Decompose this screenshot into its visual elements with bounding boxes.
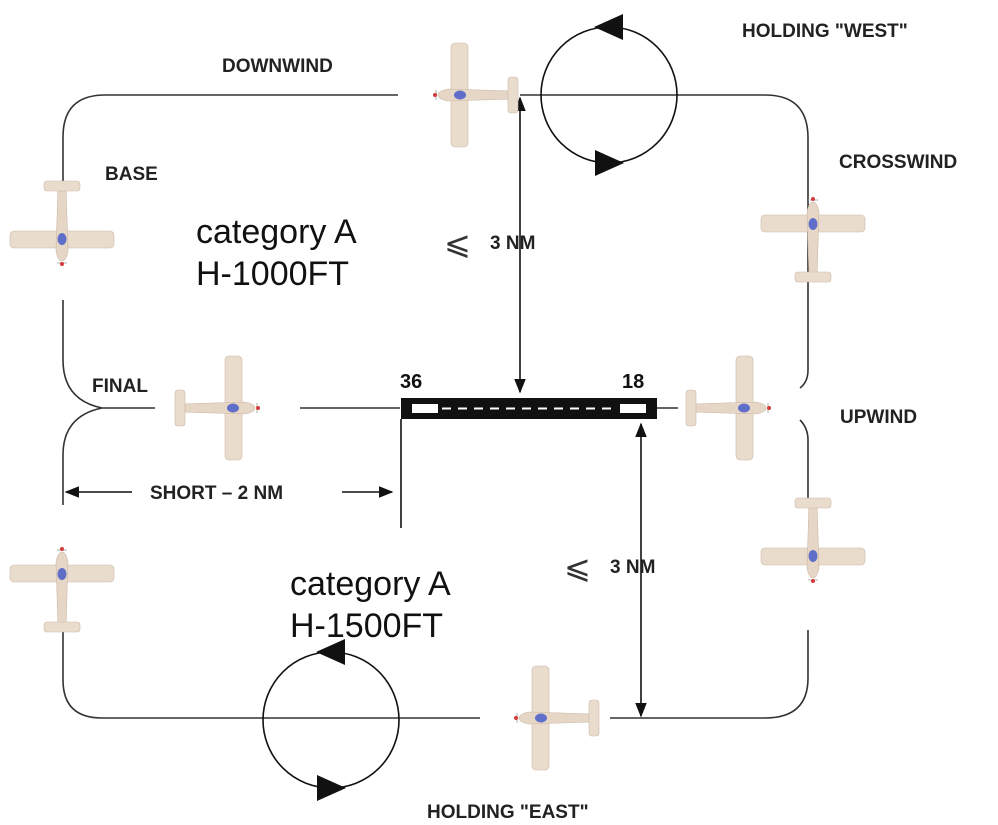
- final-label: FINAL: [92, 376, 148, 397]
- traffic-pattern-circuit: [62, 94, 809, 719]
- distance-south-value: 3 NM: [610, 557, 655, 578]
- runway: [400, 398, 657, 528]
- aircraft-icon-bottom: [513, 665, 600, 771]
- aircraft-icon-base: [9, 180, 115, 267]
- holding-east-arrow-bottom: [317, 775, 346, 801]
- runway-number-18: 18: [622, 371, 644, 393]
- holding-west-arrow-bottom: [595, 150, 624, 176]
- holding-east-pattern: [262, 639, 400, 801]
- runway-number-36: 36: [400, 371, 422, 393]
- aircraft-icon-upwind: [685, 355, 772, 461]
- crosswind-label: CROSSWIND: [839, 152, 957, 173]
- upwind-label: UPWIND: [840, 407, 917, 428]
- holding-east-label: HOLDING "EAST": [427, 802, 589, 823]
- aircraft-icon-downwind: [432, 42, 519, 148]
- lower-left-leg: [62, 407, 480, 719]
- distance-label-south: ⩽ 3 NM: [564, 548, 655, 586]
- downwind-label: DOWNWIND: [222, 56, 333, 77]
- aircraft-icon-left-lower: [9, 546, 115, 633]
- less-or-equal-symbol: ⩽: [564, 548, 591, 586]
- holding-east-circle: [262, 651, 400, 789]
- less-or-equal-symbol: ⩽: [444, 224, 471, 262]
- lower-right-leg: [610, 419, 809, 719]
- short-final-label: SHORT – 2 NM: [150, 483, 283, 504]
- holding-west-arrow-top: [594, 14, 623, 40]
- distance-north-value: 3 NM: [490, 233, 535, 254]
- distance-label-north: ⩽ 3 NM: [444, 224, 535, 262]
- downwind-leg: [105, 94, 809, 389]
- holding-west-pattern: [540, 14, 678, 176]
- holding-west-label: HOLDING "WEST": [742, 21, 908, 42]
- base-leg: [62, 94, 155, 409]
- category-upper-line2: H-1000FT: [196, 255, 349, 293]
- category-lower-line2: H-1500FT: [290, 607, 443, 645]
- category-lower-line1: category A: [290, 565, 451, 603]
- category-upper-line1: category A: [196, 213, 357, 251]
- base-label: BASE: [105, 164, 158, 185]
- aircraft-icon-crosswind: [760, 196, 866, 283]
- aircraft-icon-right-lower: [760, 497, 866, 584]
- aircraft-icon-final: [174, 355, 261, 461]
